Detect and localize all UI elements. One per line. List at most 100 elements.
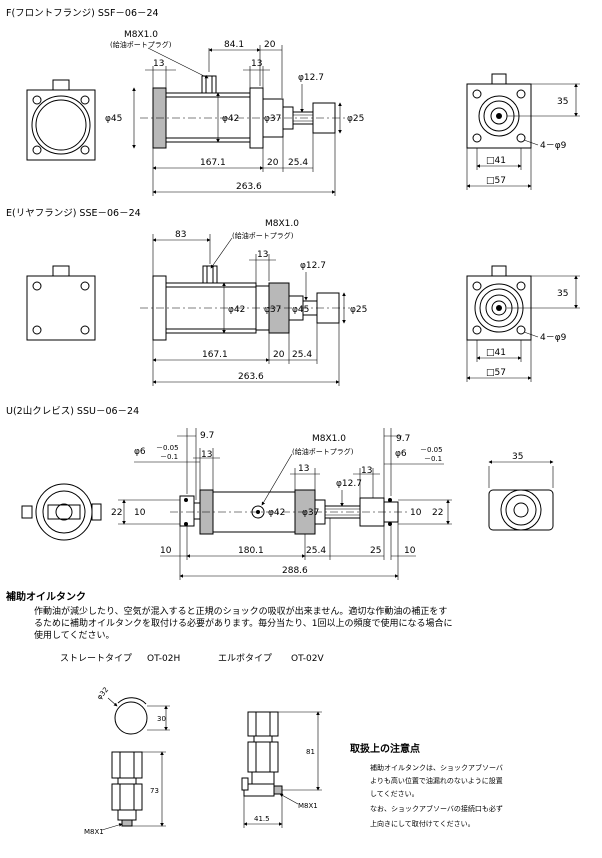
f-dim-42: φ42 — [222, 114, 239, 124]
u-dim-22-left: 22 — [111, 508, 122, 518]
tank2-dim-415: 41.5 — [254, 815, 270, 823]
f-dim-84: 84.1 — [224, 40, 244, 50]
e-dim-57: □57 — [486, 368, 506, 378]
section-rear-flange: E(リヤフランジ) SSE－06－24 M8X1.0 (給油ポートプラグ) 83… — [6, 208, 580, 386]
caution-line-5: 上向きにして取付けてください。 — [370, 819, 475, 828]
f-dim-13-right: 13 — [251, 59, 262, 69]
u-dim-37: φ37 — [302, 508, 319, 518]
e-right-view — [466, 265, 532, 341]
tank2-side-view — [241, 711, 283, 797]
tank1-dim-30: 30 — [157, 715, 166, 723]
u-dim-10-br: 10 — [404, 546, 416, 556]
u-dim-97-left: 9.7 — [200, 431, 214, 441]
section-title-tank: 補助オイルタンク — [5, 590, 86, 603]
caution-line-1: 補助オイルタンクは、ショックアブソーバ — [370, 763, 503, 772]
e-dim-holes: 4－φ9 — [540, 333, 567, 343]
u-dim-6-left: φ6 — [134, 447, 146, 457]
u-dim-127: φ12.7 — [336, 479, 362, 489]
section-oil-tank: 補助オイルタンク 作動油が減少したり、空気が混入すると正規のショックの吸収が出来… — [5, 590, 452, 836]
f-port-label: M8X1.0 — [124, 30, 158, 40]
u-left-view — [21, 483, 102, 541]
e-dim-13: 13 — [257, 250, 268, 260]
e-dim-2636: 263.6 — [238, 372, 264, 382]
e-dim-45: φ45 — [292, 305, 309, 315]
section-front-flange: F(フロントフランジ) SSF－06－24 M8X1.0 (給油ポートプラグ) — [6, 8, 580, 196]
u-dim-6-right: φ6 — [395, 449, 407, 459]
f-dim-1671: 167.1 — [200, 158, 226, 168]
e-side-view — [140, 265, 350, 341]
f-dim-254: 25.4 — [288, 158, 308, 168]
e-port-note: (給油ポートプラグ) — [232, 231, 294, 240]
tank1-dim-73: 73 — [150, 787, 159, 795]
f-port-note: (給油ポートプラグ) — [110, 40, 172, 49]
u-dim-13-right: 13 — [361, 466, 372, 476]
tank1-side-view — [111, 751, 143, 827]
f-dim-35: 35 — [557, 97, 568, 107]
e-dim-41: □41 — [486, 348, 506, 358]
u-dim-97-right: 9.7 — [396, 434, 410, 444]
f-dim-57: □57 — [486, 176, 506, 186]
e-dim-42: φ42 — [228, 305, 245, 315]
f-right-view — [466, 73, 532, 149]
caution-line-2: よりも高い位置で油漏れのないように設置 — [370, 776, 503, 785]
f-dim-37: φ37 — [264, 114, 281, 124]
tank1-top-view — [114, 697, 148, 735]
u-tol-dn-left: －0.1 — [160, 453, 178, 461]
u-dim-10-bl: 10 — [160, 546, 172, 556]
f-dim-41: □41 — [486, 156, 506, 166]
u-dim-1801: 180.1 — [238, 546, 264, 556]
tank-text-3: 使用してください。 — [34, 629, 114, 641]
caution-line-4: なお、ショックアブソーバの接続口も必ず — [370, 804, 503, 813]
tank-text-2: るために補助オイルタンクを取付ける必要があります。毎分当たり、1回以上の頻度で使… — [34, 617, 452, 629]
caution-line-3: してください。 — [370, 790, 419, 798]
u-dim-10-right: 10 — [410, 508, 422, 518]
section-clevis: U(2山クレビス) SSU－06－24 M8X1.0 (給油ポートプラグ) 9.… — [6, 406, 554, 580]
e-left-view — [26, 265, 96, 341]
u-dim-35: 35 — [512, 452, 523, 462]
caution-title: 取扱上の注意点 — [350, 742, 420, 755]
tank-type1-label: ストレートタイプ — [60, 653, 132, 664]
f-dim-2636: 263.6 — [236, 182, 262, 192]
u-tol-dn-right: －0.1 — [424, 455, 442, 463]
e-dim-37: φ37 — [264, 305, 281, 315]
section-title-e: E(リヤフランジ) SSE－06－24 — [6, 208, 141, 219]
u-dim-10-left: 10 — [134, 508, 146, 518]
u-right-view — [488, 489, 554, 531]
tank1-dim-32: φ32 — [95, 686, 110, 702]
tank2-dim-81: 81 — [306, 748, 315, 756]
u-tol-up-left: －0.05 — [156, 444, 179, 452]
tank1-port: M8X1 — [84, 828, 104, 836]
section-caution: 取扱上の注意点 補助オイルタンクは、ショックアブソーバ よりも高い位置で油漏れの… — [350, 742, 503, 828]
u-port-label: M8X1.0 — [312, 434, 346, 444]
f-dim-holes: 4－φ9 — [540, 141, 567, 151]
e-port-label: M8X1.0 — [265, 219, 299, 229]
e-dim-35: 35 — [557, 289, 568, 299]
tank-text-1: 作動油が減少したり、空気が混入すると正規のショックの吸収が出来ません。適切な作動… — [34, 605, 447, 617]
u-tol-up-right: －0.05 — [420, 446, 443, 454]
section-title-u: U(2山クレビス) SSU－06－24 — [6, 406, 139, 417]
section-title-f: F(フロントフランジ) SSF－06－24 — [6, 8, 159, 19]
tank-type1-code: OT-02H — [147, 654, 180, 664]
e-dim-1671: 167.1 — [202, 350, 228, 360]
u-dim-42: φ42 — [268, 508, 285, 518]
f-dim-127: φ12.7 — [298, 73, 324, 83]
f-dim-20-top: 20 — [264, 40, 276, 50]
f-dim-45: φ45 — [105, 114, 122, 124]
u-dim-13-left: 13 — [201, 450, 212, 460]
e-dim-127: φ12.7 — [300, 261, 326, 271]
e-dim-20: 20 — [273, 350, 285, 360]
e-dim-83: 83 — [175, 230, 186, 240]
tank-type2-code: OT-02V — [291, 654, 324, 664]
f-left-view — [26, 79, 96, 161]
f-dim-25: φ25 — [347, 114, 364, 124]
u-side-view — [170, 489, 410, 535]
f-dim-13-left: 13 — [153, 59, 164, 69]
tank2-port: M8X1 — [298, 802, 318, 810]
u-dim-25: 25 — [370, 546, 381, 556]
u-dim-254: 25.4 — [306, 546, 326, 556]
f-side-view — [140, 75, 345, 149]
e-dim-254: 25.4 — [292, 350, 312, 360]
e-dim-25: φ25 — [350, 305, 367, 315]
u-dim-2886: 288.6 — [282, 566, 308, 576]
